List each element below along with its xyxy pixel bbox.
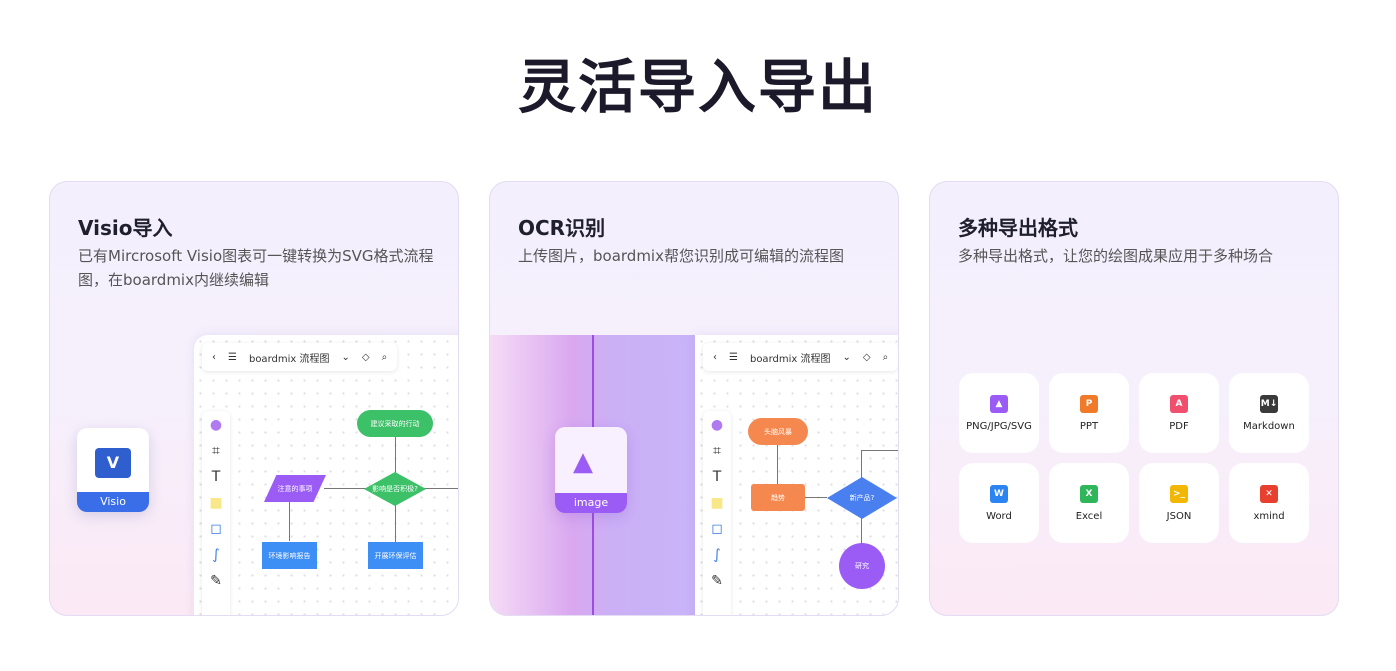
file-label: Visio — [77, 492, 149, 512]
visio-file-icon: V Visio — [77, 428, 149, 512]
board-title[interactable]: boardmix 流程图 — [749, 353, 831, 365]
excel-icon: X — [1080, 484, 1098, 503]
sticky-note-icon[interactable]: ■ — [209, 495, 223, 511]
flow-node[interactable]: 开展环保评估 — [368, 542, 423, 569]
card-description: 上传图片，boardmix帮您识别成可编辑的流程图 — [518, 247, 844, 265]
export-format-word[interactable]: W Word — [959, 463, 1039, 543]
pen-icon[interactable]: ✎ — [711, 573, 723, 589]
export-format-xmind[interactable]: ✕ xmind — [1229, 463, 1309, 543]
template-icon[interactable]: ● — [710, 417, 724, 433]
card-title: Visio导入 — [78, 216, 173, 240]
board-toolbar: ‹ ☰ boardmix 流程图 ⌄ ◇ ⌕ — [202, 343, 398, 371]
frame-icon[interactable]: ⌗ — [713, 443, 721, 459]
card-title: 多种导出格式 — [958, 216, 1078, 240]
card-visio-import: Visio导入 已有Mircrosoft Visio图表可一键转换为SVG格式流… — [49, 181, 459, 616]
flow-node[interactable]: 趋势 — [751, 484, 805, 511]
tag-icon[interactable]: ◇ — [361, 351, 370, 363]
format-label: PDF — [1169, 420, 1189, 432]
tag-icon[interactable]: ◇ — [862, 351, 871, 363]
file-label: image — [555, 493, 627, 513]
ocr-scan-area: ▲ image — [490, 335, 695, 615]
menu-icon[interactable]: ☰ — [228, 351, 237, 363]
markdown-icon: M↓ — [1260, 394, 1278, 413]
frame-icon[interactable]: ⌗ — [212, 443, 220, 459]
connector-icon[interactable]: ∫ — [212, 547, 220, 563]
flow-node[interactable]: 建议采取的行动 — [357, 410, 433, 437]
pen-icon[interactable]: ✎ — [210, 573, 222, 589]
xmind-icon: ✕ — [1260, 484, 1278, 503]
flow-node[interactable]: 环境影响报告 — [262, 542, 317, 569]
flow-node[interactable]: 头脑风暴 — [748, 418, 808, 445]
card-export-formats: 多种导出格式 多种导出格式，让您的绘图成果应用于多种场合 ▲ PNG/JPG/SV… — [929, 181, 1339, 616]
export-format-excel[interactable]: X Excel — [1049, 463, 1129, 543]
chevron-down-icon[interactable]: ⌄ — [842, 351, 851, 363]
template-icon[interactable]: ● — [209, 417, 223, 433]
back-icon[interactable]: ‹ — [713, 351, 717, 363]
text-icon[interactable]: T — [712, 469, 722, 485]
board-preview: ‹ ☰ boardmix 流程图 ⌄ ◇ ⌕ ● ⌗ T ■ ◻ ∫ ✎ 头脑风暴 趋势 新产品?… — [695, 335, 898, 615]
word-icon: W — [990, 484, 1008, 503]
format-label: xmind — [1253, 510, 1285, 522]
format-label: PPT — [1079, 420, 1099, 432]
image-icon: ▲ — [990, 394, 1008, 413]
flow-node[interactable]: 新产品? — [827, 477, 897, 519]
menu-icon[interactable]: ☰ — [729, 351, 738, 363]
shape-icon[interactable]: ◻ — [711, 521, 723, 537]
text-icon[interactable]: T — [211, 469, 221, 485]
search-icon[interactable]: ⌕ — [882, 351, 889, 363]
shape-icon[interactable]: ◻ — [210, 521, 222, 537]
export-format-png-jpg-svg[interactable]: ▲ PNG/JPG/SVG — [959, 373, 1039, 453]
tool-sidebar: ● ⌗ T ■ ◻ ∫ ✎ — [202, 411, 230, 615]
board-toolbar: ‹ ☰ boardmix 流程图 ⌄ ◇ ⌕ — [703, 343, 898, 371]
format-label: Word — [986, 510, 1012, 522]
format-label: JSON — [1166, 510, 1192, 522]
card-description: 已有Mircrosoft Visio图表可一键转换为SVG格式流程图，在boar… — [78, 247, 434, 289]
sticky-note-icon[interactable]: ■ — [710, 495, 724, 511]
card-title: OCR识别 — [518, 216, 606, 240]
board-preview: ‹ ☰ boardmix 流程图 ⌄ ◇ ⌕ ● ⌗ T ■ ◻ ∫ ✎ 建议采取的行动 影响是否… — [194, 335, 458, 615]
chevron-down-icon[interactable]: ⌄ — [341, 351, 350, 363]
format-label: Excel — [1075, 510, 1103, 522]
format-label: PNG/JPG/SVG — [966, 420, 1032, 432]
format-label: Markdown — [1243, 420, 1295, 432]
tool-sidebar: ● ⌗ T ■ ◻ ∫ ✎ — [703, 411, 731, 615]
ppt-icon: P — [1080, 394, 1098, 413]
image-file-icon: ▲ image — [555, 427, 627, 513]
page-title: 灵活导入导出 — [517, 53, 878, 121]
flow-node[interactable]: 注意的事项 — [264, 475, 326, 502]
flow-node[interactable]: 研究 — [839, 543, 885, 589]
connector-icon[interactable]: ∫ — [713, 547, 721, 563]
json-icon: >_ — [1170, 484, 1188, 503]
search-icon[interactable]: ⌕ — [381, 351, 388, 363]
export-format-json[interactable]: >_ JSON — [1139, 463, 1219, 543]
back-icon[interactable]: ‹ — [212, 351, 216, 363]
export-format-pdf[interactable]: A PDF — [1139, 373, 1219, 453]
pdf-icon: A — [1170, 394, 1188, 413]
board-title[interactable]: boardmix 流程图 — [248, 353, 330, 365]
card-ocr: OCR识别 上传图片，boardmix帮您识别成可编辑的流程图 ▲ image … — [489, 181, 899, 616]
export-format-markdown[interactable]: M↓ Markdown — [1229, 373, 1309, 453]
export-format-ppt[interactable]: P PPT — [1049, 373, 1129, 453]
flow-node[interactable]: 影响是否积极? — [364, 472, 426, 506]
card-description: 多种导出格式，让您的绘图成果应用于多种场合 — [958, 247, 1274, 265]
